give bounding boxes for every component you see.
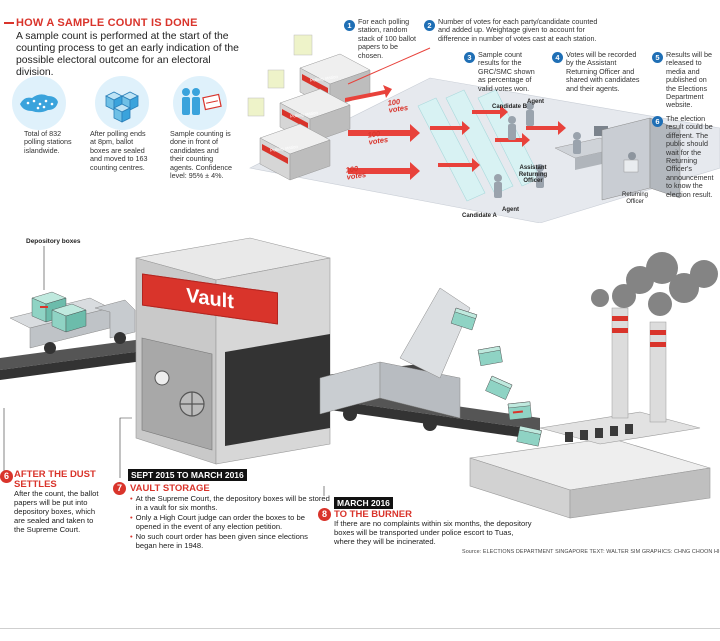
step-4-number: 4 xyxy=(552,52,563,63)
agent-label-bottom: Agent xyxy=(502,207,519,213)
burner-step-title: TO THE BURNER xyxy=(334,509,412,520)
step-6-text: The election result could be different. … xyxy=(666,114,714,199)
singapore-map-icon xyxy=(10,74,68,132)
vault-storage-bullets: •At the Supreme Court, the depository bo… xyxy=(130,494,330,550)
vault-bullet-1: •At the Supreme Court, the depository bo… xyxy=(130,494,330,512)
burner-step-text: If there are no complaints within six mo… xyxy=(334,519,532,546)
source-credit: Source: ELECTIONS DEPARTMENT SINGAPORE T… xyxy=(462,549,720,555)
counting-centre-scene xyxy=(247,34,720,223)
depository-boxes-label: Depository boxes xyxy=(26,238,81,245)
ro-label: Returning Officer xyxy=(621,192,648,205)
step-4-text: Votes will be recorded by the Assistant … xyxy=(566,50,640,93)
agents-icon xyxy=(170,74,230,132)
vault-bullet-2: •Only a High Court judge can order the b… xyxy=(130,513,305,531)
icon-caption-stations: Total of 832 polling stations islandwide… xyxy=(24,129,72,155)
step-6-number: 6 xyxy=(652,116,663,127)
step-1-text: For each polling station, random stack o… xyxy=(358,17,416,60)
icon-caption-agents: Sample counting is done in front of cand… xyxy=(170,129,232,181)
settle-step-text: After the count, the ballot papers will … xyxy=(14,489,99,534)
burner-date-bar: MARCH 2016 xyxy=(334,497,393,509)
polling-station-buildings xyxy=(247,34,371,181)
aro-label: Assistant Returning Officer xyxy=(518,165,548,184)
icon-caption-ballot-boxes: After polling ends at 8pm, ballot boxes … xyxy=(90,129,148,172)
vault-bullet-3: •No such court order has been given sinc… xyxy=(130,532,308,550)
falling-boxes xyxy=(450,307,542,447)
candidate-b-label: Candidate B xyxy=(492,104,528,110)
ballot-boxes-icon xyxy=(92,74,152,132)
left-truck xyxy=(9,291,136,354)
agent-label-top: Agent xyxy=(527,99,544,105)
page-title: HOW A SAMPLE COUNT IS DONE xyxy=(16,17,198,29)
step-2-text: Number of votes for each party/candidate… xyxy=(438,17,598,43)
vault-storage-date-bar: SEPT 2015 TO MARCH 2016 xyxy=(128,469,247,481)
bottom-divider xyxy=(0,628,720,629)
vault-structure xyxy=(135,237,331,465)
burner-step-number: 8 xyxy=(318,508,331,521)
header-accent-line xyxy=(4,22,14,24)
incinerator-building xyxy=(469,252,718,519)
right-truck xyxy=(319,287,471,431)
disposal-scene xyxy=(0,237,718,519)
step-5-text: Results will be released to media and pu… xyxy=(666,50,712,110)
settle-step-title: AFTER THE DUST SETTLES xyxy=(14,469,96,490)
step-3-number: 3 xyxy=(464,52,475,63)
returning-officer-room xyxy=(601,117,681,201)
candidate-a-label: Candidate A xyxy=(462,213,497,219)
vault-storage-number: 7 xyxy=(113,482,126,495)
settle-step-number: 6 xyxy=(0,470,13,483)
intro-text: A sample count is performed at the start… xyxy=(16,31,239,78)
step-1-number: 1 xyxy=(344,20,355,31)
step-3-text: Sample count results for the GRC/SMC sho… xyxy=(478,50,535,93)
vault-storage-title: VAULT STORAGE xyxy=(130,483,210,494)
step-5-number: 5 xyxy=(652,52,663,63)
step-2-number: 2 xyxy=(424,20,435,31)
